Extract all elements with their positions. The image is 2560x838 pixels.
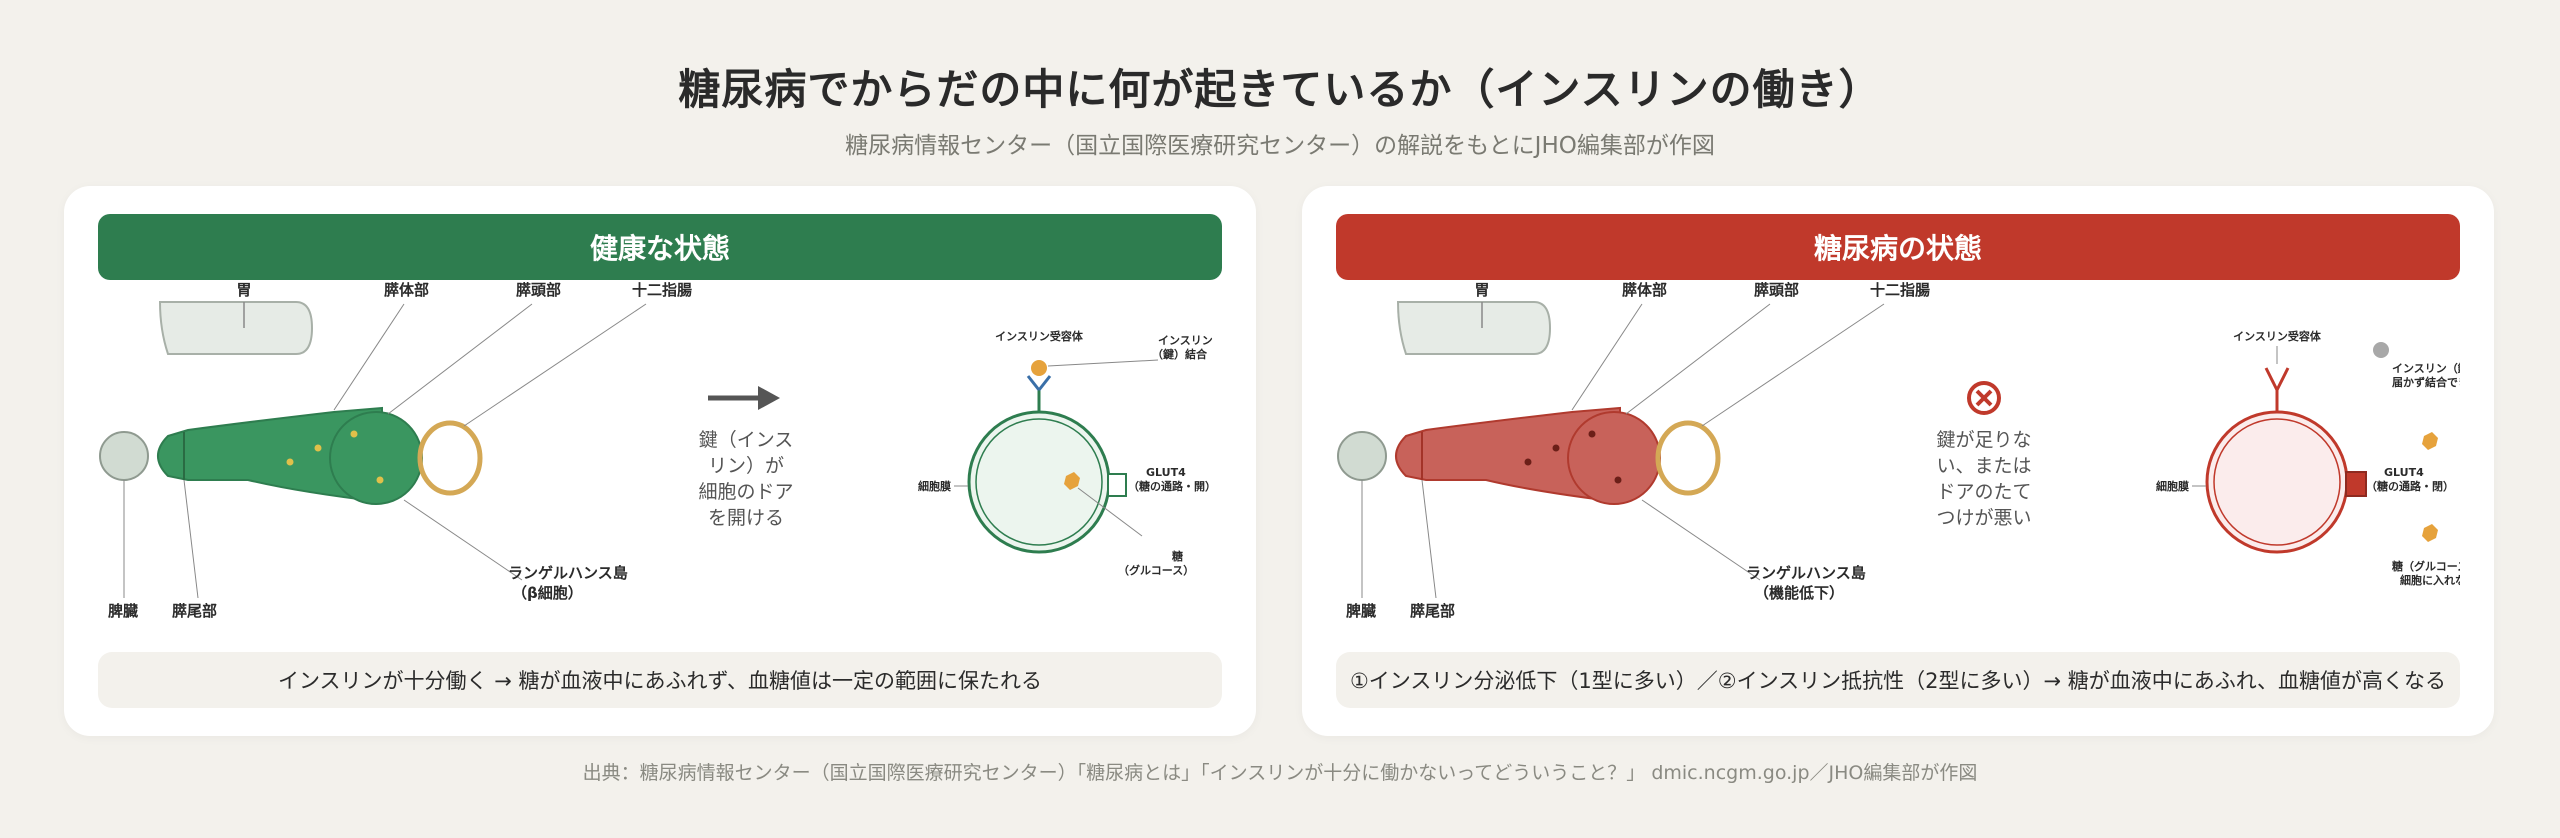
arrow-right-icon: [708, 386, 780, 410]
duodenum-ring: [417, 420, 483, 496]
pancreas-head: [1567, 411, 1661, 505]
label-duodenum: 十二指腸: [1870, 281, 1930, 299]
label-glut-2: （糖の通路・開）: [1128, 479, 1216, 493]
label-bind-2: （鍵）結合: [1152, 347, 1208, 361]
label-spleen: 脾臓: [1346, 602, 1376, 620]
diabetes-diagram: 胃 膵体部 膵頭部 十二指腸 脾臓 膵尾部 ランゲルハンス島 （機能低下）: [1336, 280, 2491, 630]
label-sugar-2: 細胞に入れない: [2400, 573, 2460, 587]
label-membrane: 細胞膜: [2156, 479, 2189, 493]
key-text-line2: い、または: [1936, 455, 2031, 477]
label-stomach: 胃: [236, 281, 251, 299]
label-membrane: 細胞膜: [918, 479, 951, 493]
key-text-line1: 鍵が足りな: [1936, 429, 2031, 451]
pancreas-shape: [1395, 406, 1621, 504]
key-text-line1: 鍵（インス: [699, 429, 794, 451]
insulin-bound: [1031, 360, 1047, 376]
label-receptor: インスリン受容体: [2233, 329, 2322, 343]
label-islet: ランゲルハンス島: [1746, 564, 1866, 582]
label-islet-sub: （機能低下）: [1754, 584, 1844, 602]
label-islet-sub: （β細胞）: [512, 584, 583, 602]
label-glut-1: GLUT4: [1146, 466, 1186, 479]
healthy-banner: 健康な状態: [98, 214, 1222, 280]
spleen-shape: [1337, 431, 1387, 481]
label-receptor: インスリン受容体: [995, 329, 1084, 343]
label-sugar-1: 糖（グルコース）が: [2392, 559, 2460, 573]
label-duodenum: 十二指腸: [632, 281, 692, 299]
diabetes-banner: 糖尿病の状態: [1336, 214, 2460, 280]
page-subtitle: 糖尿病情報センター（国立国際医療研究センター）の解説をもとにJHO編集部が作図: [845, 133, 1715, 159]
pancreas-head: [329, 411, 423, 505]
duodenum-ring: [1655, 420, 1721, 496]
healthy-caption: インスリンが十分働く → 糖が血液中にあふれず、血糖値は一定の範囲に保たれる: [98, 652, 1222, 708]
prohibited-icon: [1967, 381, 2001, 415]
glut4-channel: [2345, 471, 2367, 497]
label-glut-1: GLUT4: [2384, 466, 2424, 479]
pancreas-shape: [157, 406, 383, 504]
stomach-shape: [158, 301, 314, 355]
key-text-line4: を開ける: [708, 507, 784, 529]
label-nobind-1: インスリン（鍵）が: [2392, 361, 2460, 375]
cell-membrane: [2205, 410, 2349, 554]
key-text-line3: ドアのたて: [1936, 481, 2031, 503]
diabetes-panel: 糖尿病の状態 胃 膵体部 膵頭部 十二指腸 脾臓 膵尾部 ラン: [1302, 186, 2494, 736]
spleen-shape: [99, 431, 149, 481]
label-stomach: 胃: [1474, 281, 1489, 299]
label-sugar-1: 糖: [1172, 549, 1183, 563]
glut4-channel: [1107, 473, 1127, 497]
label-head: 膵頭部: [516, 281, 561, 299]
source-footer: 出典：糖尿病情報センター（国立国際医療研究センター）「糖尿病とは」「インスリンが…: [582, 762, 1978, 784]
label-nobind-2: 届かず結合できない: [2392, 375, 2460, 389]
label-bind-1: インスリン: [1158, 334, 1213, 347]
glucose-icon: [2422, 524, 2438, 542]
label-sugar-2: （グルコース）: [1118, 563, 1194, 577]
glucose-icon: [1064, 472, 1080, 490]
key-text-line2: リン）が: [708, 455, 784, 477]
label-tail: 膵尾部: [1410, 602, 1455, 620]
label-head: 膵頭部: [1754, 281, 1799, 299]
label-tail: 膵尾部: [172, 602, 217, 620]
label-body: 膵体部: [1622, 281, 1667, 299]
healthy-diagram: 胃 膵体部 膵頭部 十二指腸 脾臓 膵尾部 ラン: [98, 280, 1222, 630]
key-text-line4: つけが悪い: [1936, 507, 2031, 529]
stomach-shape: [1396, 301, 1552, 355]
insulin-unbound: [2373, 342, 2389, 358]
receptor-icon: [1026, 375, 1052, 412]
label-body: 膵体部: [384, 281, 429, 299]
glucose-icon: [2422, 432, 2438, 450]
healthy-panel: 健康な状態 胃 膵体部 膵: [64, 186, 1256, 736]
page-title: 糖尿病でからだの中に何が起きているか（インスリンの働き）: [678, 65, 1882, 114]
receptor-icon: [2264, 367, 2290, 412]
cell-membrane: [967, 410, 1111, 554]
label-glut-2: （糖の通路・閉）: [2366, 479, 2454, 493]
diabetes-caption: ①インスリン分泌低下（1型に多い）／②インスリン抵抗性（2型に多い）→ 糖が血液…: [1336, 652, 2460, 708]
label-spleen: 脾臓: [108, 602, 138, 620]
key-text-line3: 細胞のドア: [698, 481, 793, 503]
label-islet: ランゲルハンス島: [508, 564, 628, 582]
